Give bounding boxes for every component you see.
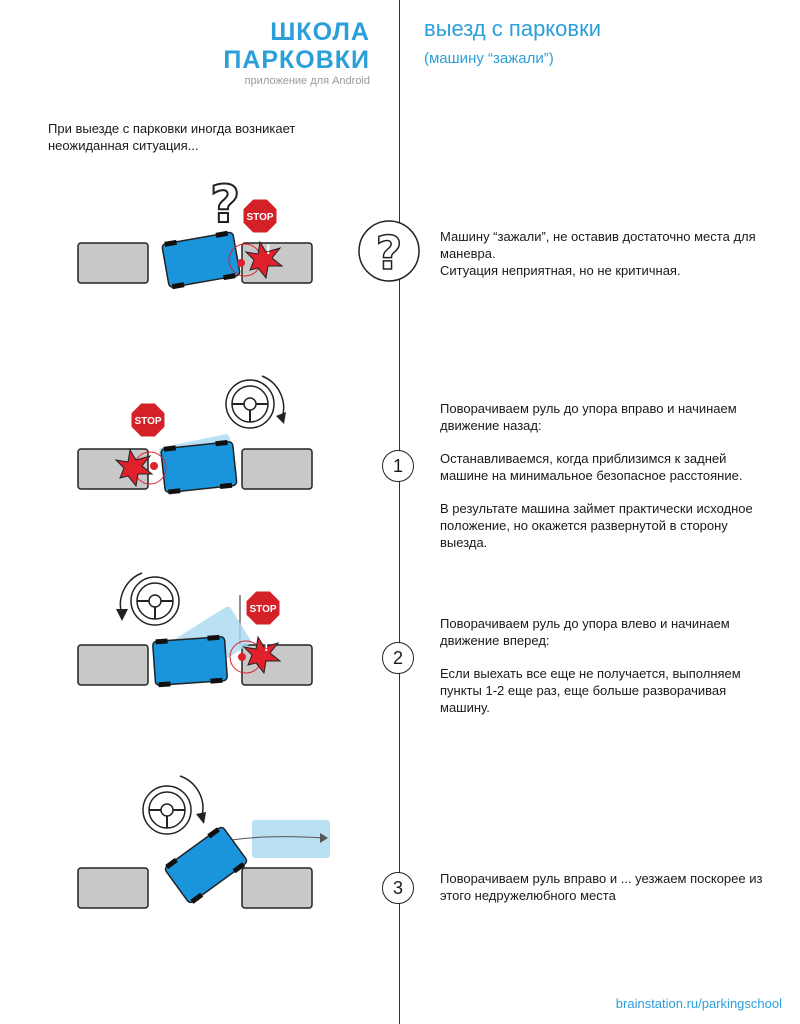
impact-burst-icon bbox=[114, 448, 167, 488]
stop-sign-icon: STOP bbox=[242, 198, 278, 234]
stop-sign-icon: STOP bbox=[245, 590, 281, 626]
steering-wheel-icon bbox=[142, 785, 192, 835]
question-mark-icon: ? bbox=[209, 174, 241, 236]
rotation-arrow-icon bbox=[261, 375, 286, 424]
car bbox=[161, 230, 241, 290]
illustration-step-3 bbox=[77, 775, 330, 909]
stop-sign-text: STOP bbox=[134, 416, 161, 427]
step-1-para-2: Останавливаемся, когда приблизимся к зад… bbox=[440, 451, 743, 483]
question-marker-text: ? bbox=[376, 226, 403, 280]
step-2-para-1: Поворачиваем руль до упора влево и начин… bbox=[440, 616, 730, 648]
illustration-stuck: ? STOP ! bbox=[77, 174, 313, 290]
intro-text: При выезде с парковки иногда возникает н… bbox=[48, 121, 296, 153]
page-subtitle: (машину “зажали”) bbox=[424, 50, 554, 67]
parked-car-rear bbox=[77, 644, 149, 686]
step-0-text: Машину “зажали”, не оставив достаточно м… bbox=[440, 228, 770, 279]
brand-title-line2: ПАРКОВКИ bbox=[223, 46, 370, 74]
stop-sign-icon: STOP bbox=[130, 402, 166, 438]
rotation-arrow-icon bbox=[179, 775, 206, 824]
illustration-step-1: STOP bbox=[77, 375, 313, 495]
step-1-text: Поворачиваем руль до упора вправо и начи… bbox=[440, 400, 770, 567]
parked-car-front bbox=[241, 867, 313, 909]
step-0-para-1: Машину “зажали”, не оставив достаточно м… bbox=[440, 229, 756, 261]
step-2-para-2: Если выехать все еще не получается, выпо… bbox=[440, 666, 741, 715]
svg-text:?: ? bbox=[210, 175, 240, 235]
step-marker-question: ? bbox=[358, 220, 420, 282]
step-1-para-3: В результате машина займет практически и… bbox=[440, 501, 753, 550]
stop-sign-text: STOP bbox=[246, 212, 273, 223]
illustration-step-2: STOP ! bbox=[77, 572, 313, 688]
rotation-arrow-icon bbox=[116, 572, 143, 621]
step-number-1: 1 bbox=[382, 450, 414, 482]
step-3-text: Поворачиваем руль вправо и ... уезжаем п… bbox=[440, 870, 770, 920]
svg-text:!: ! bbox=[264, 638, 269, 654]
car bbox=[164, 826, 248, 904]
svg-text:!: ! bbox=[266, 241, 271, 257]
step-number-3: 3 bbox=[382, 872, 414, 904]
step-0-para-2: Ситуация неприятная, но не критичная. bbox=[440, 263, 681, 278]
footer-link[interactable]: brainstation.ru/parkingschool bbox=[615, 996, 782, 1011]
brand-subtitle: приложение для Android bbox=[244, 75, 370, 87]
impact-burst-icon: ! bbox=[228, 240, 284, 280]
impact-burst-icon: ! bbox=[229, 635, 282, 675]
step-2-text: Поворачиваем руль до упора влево и начин… bbox=[440, 615, 770, 732]
parked-car-rear bbox=[77, 242, 149, 284]
brand-title-line1: ШКОЛА bbox=[270, 18, 370, 46]
step-1-para-1: Поворачиваем руль до упора вправо и начи… bbox=[440, 401, 737, 433]
brand-title: ШКОЛА ПАРКОВКИ bbox=[223, 18, 370, 74]
stop-sign-text: STOP bbox=[249, 604, 276, 615]
step-3-para-1: Поворачиваем руль вправо и ... уезжаем п… bbox=[440, 871, 763, 903]
parked-car-front bbox=[241, 448, 313, 490]
car bbox=[152, 634, 228, 688]
parked-car-rear bbox=[77, 867, 149, 909]
step-number-2: 2 bbox=[382, 642, 414, 674]
page-title: выезд с парковки bbox=[424, 16, 602, 41]
steering-wheel-icon bbox=[130, 576, 180, 626]
ghost-car bbox=[252, 820, 330, 858]
car bbox=[160, 440, 238, 495]
center-divider bbox=[399, 0, 400, 1024]
steering-wheel-icon bbox=[225, 379, 275, 429]
